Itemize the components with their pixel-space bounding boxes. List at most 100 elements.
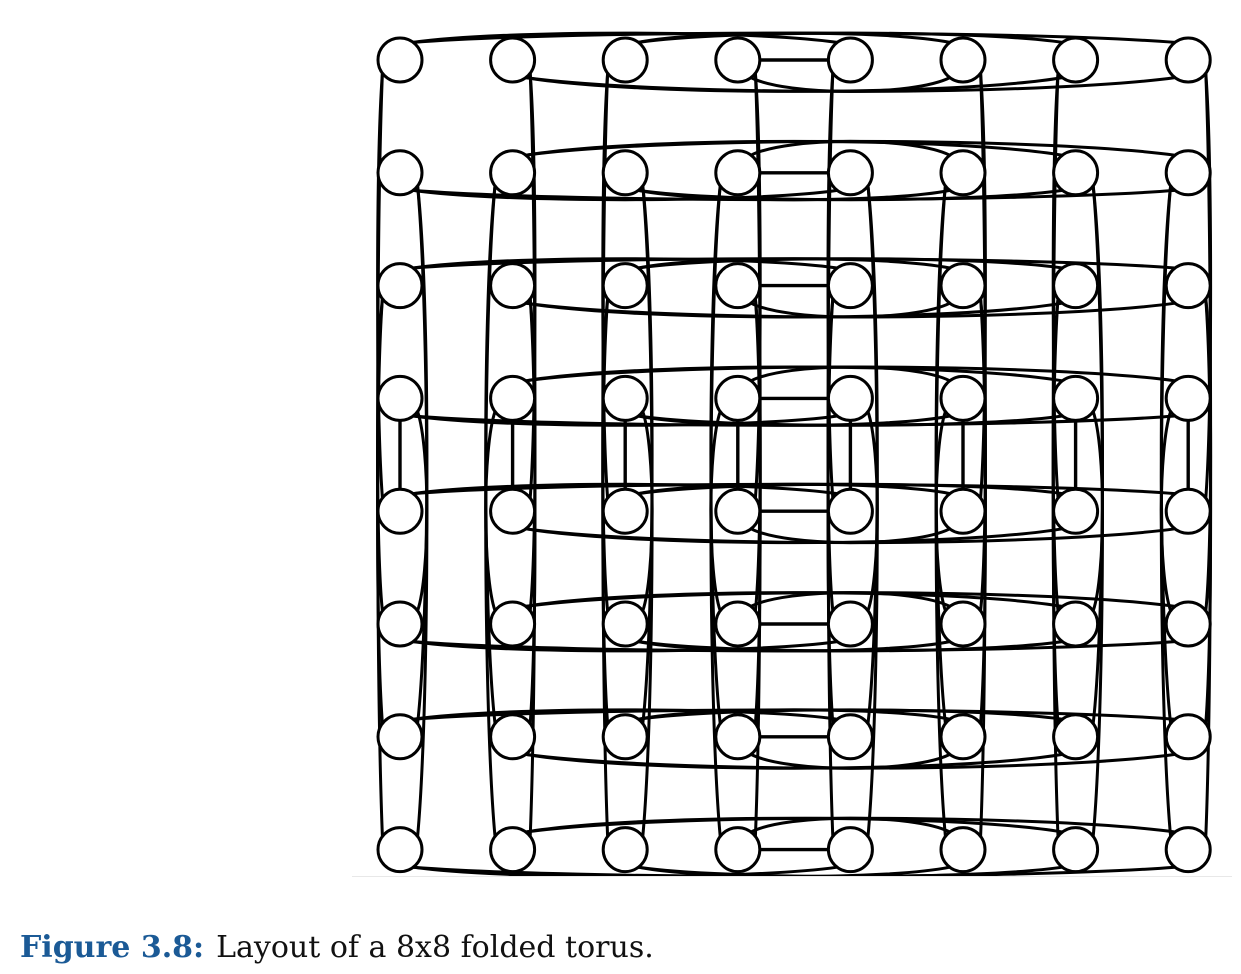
col-link-folded: [866, 410, 879, 613]
torus-node: [826, 713, 874, 761]
torus-node: [939, 487, 987, 535]
row-link-folded: [636, 482, 952, 496]
row-link-folded: [524, 76, 1064, 93]
row-link-folded: [749, 527, 952, 545]
torus-node: [376, 374, 424, 422]
col-link-folded: [376, 297, 384, 613]
col-link-folded: [1159, 410, 1173, 613]
torus-node: [376, 826, 424, 874]
torus-node: [714, 262, 762, 310]
col-link-folded: [484, 184, 497, 726]
col-link-folded: [1091, 410, 1104, 613]
row-link-folded: [411, 865, 1177, 876]
torus-node: [1164, 713, 1212, 761]
torus-node: [376, 713, 424, 761]
row-link-folded: [411, 865, 839, 876]
torus-node: [489, 600, 537, 648]
col-link-folded: [826, 297, 835, 613]
col-link-folded: [1091, 184, 1104, 726]
torus-node: [826, 262, 874, 310]
torus-node: [826, 600, 874, 648]
torus-nodes: [376, 36, 1212, 874]
col-link-folded: [753, 297, 762, 613]
torus-node: [939, 600, 987, 648]
torus-node: [1052, 713, 1100, 761]
row-link-folded: [411, 257, 839, 270]
row-link-folded: [636, 708, 952, 721]
torus-node: [1164, 36, 1212, 84]
col-link-folded: [934, 184, 947, 726]
torus-node: [489, 36, 537, 84]
torus-node: [714, 374, 762, 422]
torus-node: [489, 262, 537, 310]
torus-node: [826, 149, 874, 197]
row-link-folded: [749, 752, 952, 770]
caption-label: Figure 3.8:: [20, 930, 205, 965]
torus-links: [376, 31, 1213, 876]
torus-node: [939, 713, 987, 761]
row-link-folded: [411, 31, 839, 44]
row-link-folded: [636, 188, 952, 202]
row-link-folded: [524, 591, 1064, 608]
row-link-folded: [749, 76, 952, 93]
row-link-folded: [636, 31, 952, 44]
torus-node: [1052, 826, 1100, 874]
row-link-folded: [749, 139, 952, 157]
row-link-folded: [749, 591, 952, 608]
col-link-folded: [866, 184, 879, 726]
torus-node: [376, 262, 424, 310]
torus-node: [714, 713, 762, 761]
col-link-folded: [484, 410, 497, 613]
col-link-folded: [601, 297, 610, 613]
row-link-folded: [636, 414, 952, 427]
torus-node: [489, 374, 537, 422]
row-link-folded: [411, 640, 839, 653]
row-link-folded: [524, 301, 1064, 319]
row-link-folded: [411, 708, 839, 721]
row-link-folded: [749, 301, 952, 319]
torus-node: [601, 149, 649, 197]
row-link-folded: [636, 257, 952, 270]
col-link-folded: [1159, 184, 1173, 726]
row-link-folded: [636, 640, 952, 653]
row-link-folded: [524, 816, 1064, 834]
folded-torus-diagram: [376, 31, 1213, 876]
row-link-folded: [524, 365, 1064, 383]
torus-node: [1164, 487, 1212, 535]
torus-node: [1052, 149, 1100, 197]
torus-node: [714, 600, 762, 648]
row-link-folded: [749, 365, 952, 383]
col-link-folded: [934, 410, 947, 613]
row-link-folded: [636, 865, 952, 876]
torus-node: [1164, 600, 1212, 648]
torus-node: [939, 149, 987, 197]
figure-caption: Figure 3.8:Layout of a 8x8 folded torus.: [20, 928, 654, 968]
col-link-folded: [528, 297, 537, 613]
torus-node: [1052, 600, 1100, 648]
row-link-folded: [524, 752, 1064, 770]
torus-node: [489, 487, 537, 535]
torus-node: [714, 487, 762, 535]
torus-node: [376, 149, 424, 197]
torus-node: [939, 826, 987, 874]
torus-node: [939, 36, 987, 84]
col-link-folded: [709, 184, 722, 726]
torus-node: [826, 826, 874, 874]
col-link-folded: [709, 410, 722, 613]
torus-node: [601, 487, 649, 535]
torus-node: [601, 36, 649, 84]
torus-node: [1164, 149, 1212, 197]
col-link-folded: [979, 297, 987, 613]
torus-node: [939, 262, 987, 310]
torus-node: [1052, 36, 1100, 84]
torus-node: [1052, 374, 1100, 422]
col-link-folded: [416, 410, 429, 613]
torus-node: [376, 36, 424, 84]
torus-node: [826, 487, 874, 535]
row-link-folded: [524, 527, 1064, 545]
torus-node: [376, 487, 424, 535]
torus-node: [601, 713, 649, 761]
torus-node: [376, 600, 424, 648]
torus-node: [1164, 374, 1212, 422]
torus-node: [1164, 826, 1212, 874]
